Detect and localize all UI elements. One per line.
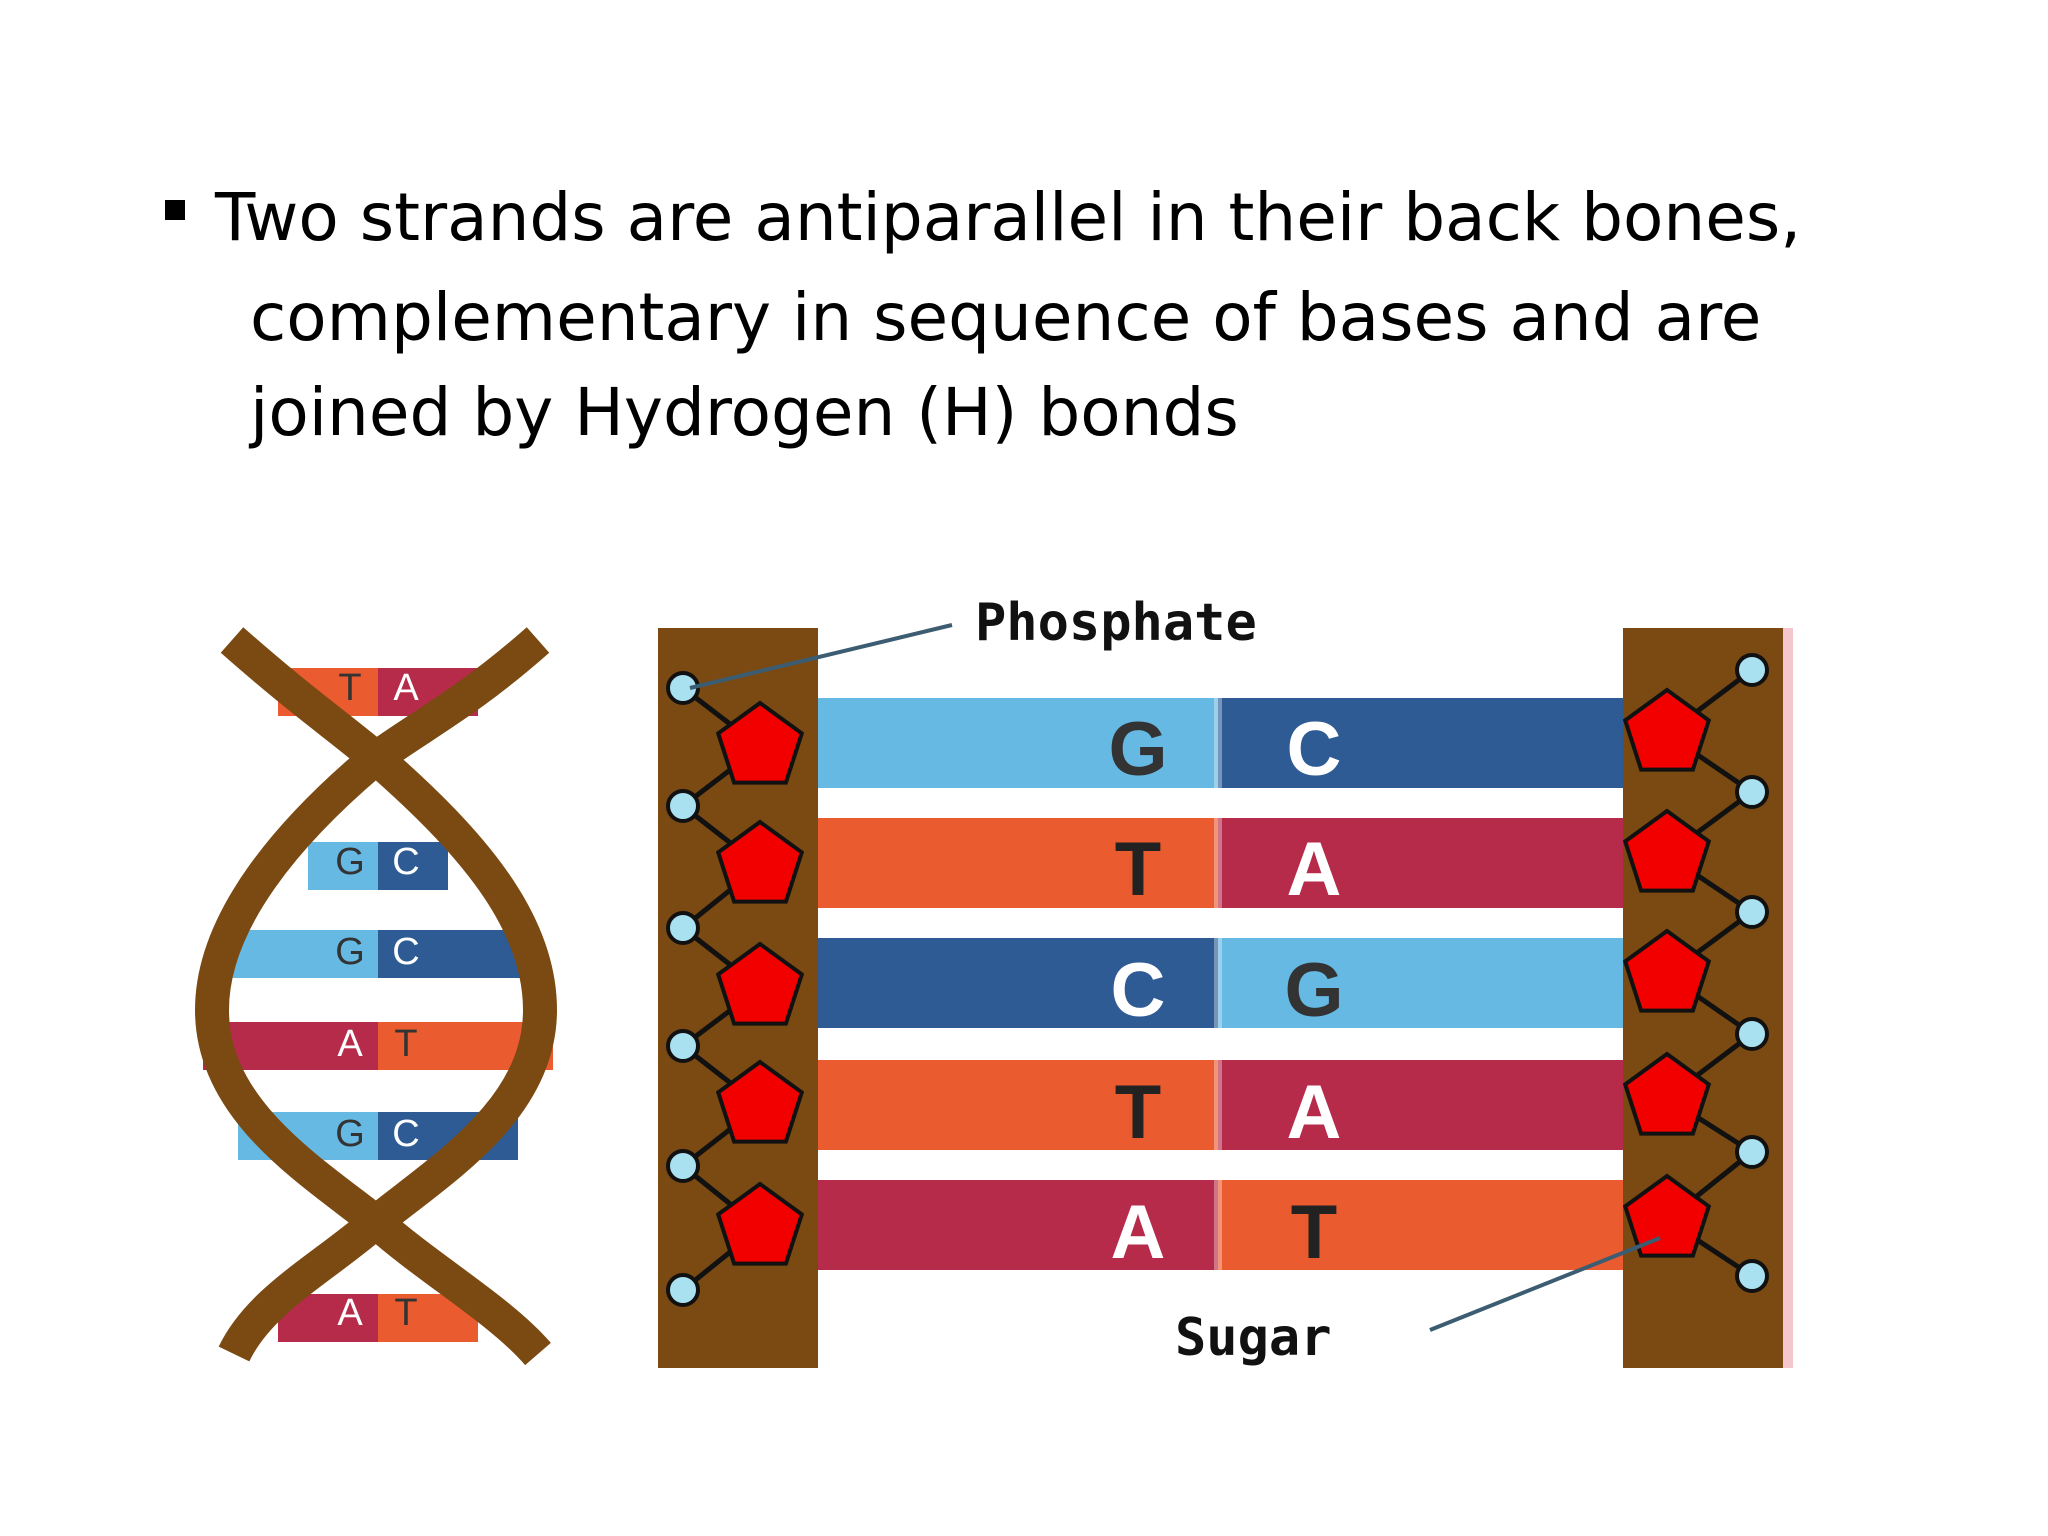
ladder-rung-5-divider xyxy=(1214,1180,1222,1270)
ladder-rung-4-right-base xyxy=(1218,1060,1623,1150)
sugar-leader-line xyxy=(1429,1236,1661,1332)
bullet-text-line-2: complementary in sequence of bases and a… xyxy=(250,279,1762,356)
right-phosphate-circle-2 xyxy=(1735,775,1769,809)
helix-rung-2-left-label: G xyxy=(335,841,365,883)
left-sugar-pentagon-4 xyxy=(715,1059,805,1144)
ladder-rung-2-right-base xyxy=(1218,818,1623,908)
ladder-base-pairs xyxy=(818,698,1623,1270)
ladder-rung-labels: G C T A C G T A A T xyxy=(1108,707,1343,1275)
helix-rung-2-right-label: C xyxy=(392,841,419,883)
sugar-label: Sugar xyxy=(1175,1308,1332,1368)
ladder-rung-3-right-base xyxy=(1218,938,1623,1028)
ladder-rung-2-right-label: A xyxy=(1287,827,1342,912)
ladder-rung-1-divider xyxy=(1214,698,1222,788)
ladder-rung-3-left-base xyxy=(818,938,1218,1028)
helix-backbone-strand-1 xyxy=(218,627,558,1362)
helix-rung-1-right-label: A xyxy=(393,667,419,709)
ladder-rung-5-left-label: A xyxy=(1111,1190,1166,1275)
helix-rung-4-right-label: T xyxy=(394,1023,417,1065)
ladder-rung-3-divider xyxy=(1214,938,1222,1028)
helix-rung-1-left-label: T xyxy=(338,667,361,709)
phosphate-label: Phosphate xyxy=(975,593,1257,653)
left-sugar-pentagon-1 xyxy=(715,700,805,785)
helix-rung-3-right-base xyxy=(378,930,528,978)
ladder-rung-5-right-label: T xyxy=(1291,1190,1337,1275)
helix-rung-3-right-label: C xyxy=(392,931,419,973)
ladder-right-edge xyxy=(1783,628,1793,1368)
right-phosphate-circle-6 xyxy=(1735,1259,1769,1293)
helix-rung-4-left-label: A xyxy=(337,1023,363,1065)
ladder-rung-1-left-base xyxy=(818,698,1218,788)
helix-rung-6-left-label: A xyxy=(337,1292,363,1334)
ladder-rung-1-right-label: C xyxy=(1287,707,1342,792)
ladder-rung-5-right-base xyxy=(1218,1180,1623,1270)
ladder-rung-1-left-label: G xyxy=(1108,707,1167,792)
left-sugar-pentagon-3 xyxy=(715,941,805,1026)
ladder-right-sugar-phosphate-chain xyxy=(1622,653,1769,1293)
bullet-text-line-1: Two strands are antiparallel in their ba… xyxy=(215,179,1802,256)
left-phosphate-circle-2 xyxy=(666,789,700,823)
ladder-rung-3-right-label: G xyxy=(1284,948,1343,1033)
right-phosphate-circle-4 xyxy=(1735,1017,1769,1051)
ladder-rung-2-divider xyxy=(1214,818,1222,908)
ladder-rung-2-left-base xyxy=(818,818,1218,908)
right-phosphate-circle-3 xyxy=(1735,895,1769,929)
dna-ladder: G C T A C G T A A T Phosphate Sugar xyxy=(658,593,1793,1368)
ladder-rung-4-divider xyxy=(1214,1060,1222,1150)
ladder-rung-4-left-label: T xyxy=(1115,1070,1161,1155)
left-sugar-pentagon-2 xyxy=(715,819,805,904)
left-phosphate-circle-3 xyxy=(666,911,700,945)
helix-rung-3-left-label: G xyxy=(335,931,365,973)
right-phosphate-circle-5 xyxy=(1735,1135,1769,1169)
helix-backbone-strand-2 xyxy=(194,627,551,1366)
right-sugar-pentagon-4 xyxy=(1622,1051,1712,1136)
helix-rung-5-left-label: G xyxy=(335,1113,365,1155)
right-sugar-pentagon-1 xyxy=(1622,687,1712,772)
helix-rung-5-right-label: C xyxy=(392,1113,419,1155)
helix-rung-labels: T A G C G C A T G C A T xyxy=(335,667,420,1334)
helix-rung-2-left-base xyxy=(308,842,378,890)
left-phosphate-circle-4 xyxy=(666,1029,700,1063)
ladder-rung-3-left-label: C xyxy=(1111,948,1166,1033)
left-phosphate-circle-6 xyxy=(666,1273,700,1307)
helix-rung-6-right-label: T xyxy=(394,1292,417,1334)
ladder-rung-1-right-base xyxy=(1218,698,1623,788)
ladder-rung-5-left-base xyxy=(818,1180,1218,1270)
right-phosphate-circle-1 xyxy=(1735,653,1769,687)
dna-double-helix: T A G C G C A T G C A T xyxy=(194,627,558,1366)
helix-rung-3-left-base xyxy=(228,930,378,978)
right-sugar-pentagon-3 xyxy=(1622,928,1712,1013)
ladder-rung-2-left-label: T xyxy=(1115,827,1161,912)
helix-rung-2-right-base xyxy=(378,842,448,890)
left-phosphate-circle-5 xyxy=(666,1149,700,1183)
ladder-left-sugar-phosphate-chain xyxy=(666,671,805,1307)
ladder-rung-4-left-base xyxy=(818,1060,1218,1150)
phosphate-leader-line xyxy=(689,623,953,690)
bullet-text-line-3: joined by Hydrogen (H) bonds xyxy=(250,374,1239,451)
right-sugar-pentagon-2 xyxy=(1622,808,1712,893)
bullet-square-icon xyxy=(165,200,185,220)
right-sugar-pentagon-5 xyxy=(1622,1173,1712,1258)
left-sugar-pentagon-5 xyxy=(715,1181,805,1266)
ladder-rung-4-right-label: A xyxy=(1287,1070,1342,1155)
